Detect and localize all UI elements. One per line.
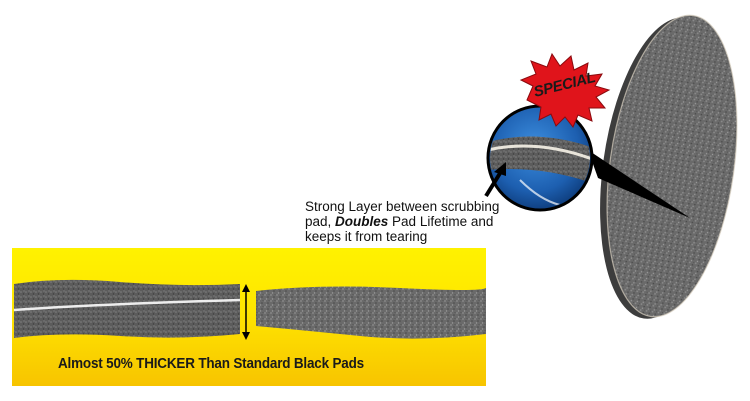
banner-caption: Almost 50% THICKER Than Standard Black P… xyxy=(58,356,364,372)
callout-text: Strong Layer between scrubbing pad, Doub… xyxy=(305,199,515,244)
callout-line-2-prefix: pad, xyxy=(305,214,336,229)
zoom-pointer xyxy=(588,150,690,218)
callout-line-1: Strong Layer between scrubbing xyxy=(305,199,500,214)
floor-pad-disc xyxy=(600,14,738,319)
callout-arrow xyxy=(484,162,506,198)
thickness-arrow xyxy=(242,284,250,340)
callout-line-2-suffix: Pad Lifetime and xyxy=(388,214,494,229)
callout-line-2: pad, Doubles Pad Lifetime and xyxy=(305,214,515,229)
special-badge xyxy=(519,52,611,128)
pad-cross-section xyxy=(13,279,486,339)
zoom-lens xyxy=(486,104,594,212)
callout-emphasis: Doubles xyxy=(335,214,389,229)
callout-line-3: keeps it from tearing xyxy=(305,229,428,244)
